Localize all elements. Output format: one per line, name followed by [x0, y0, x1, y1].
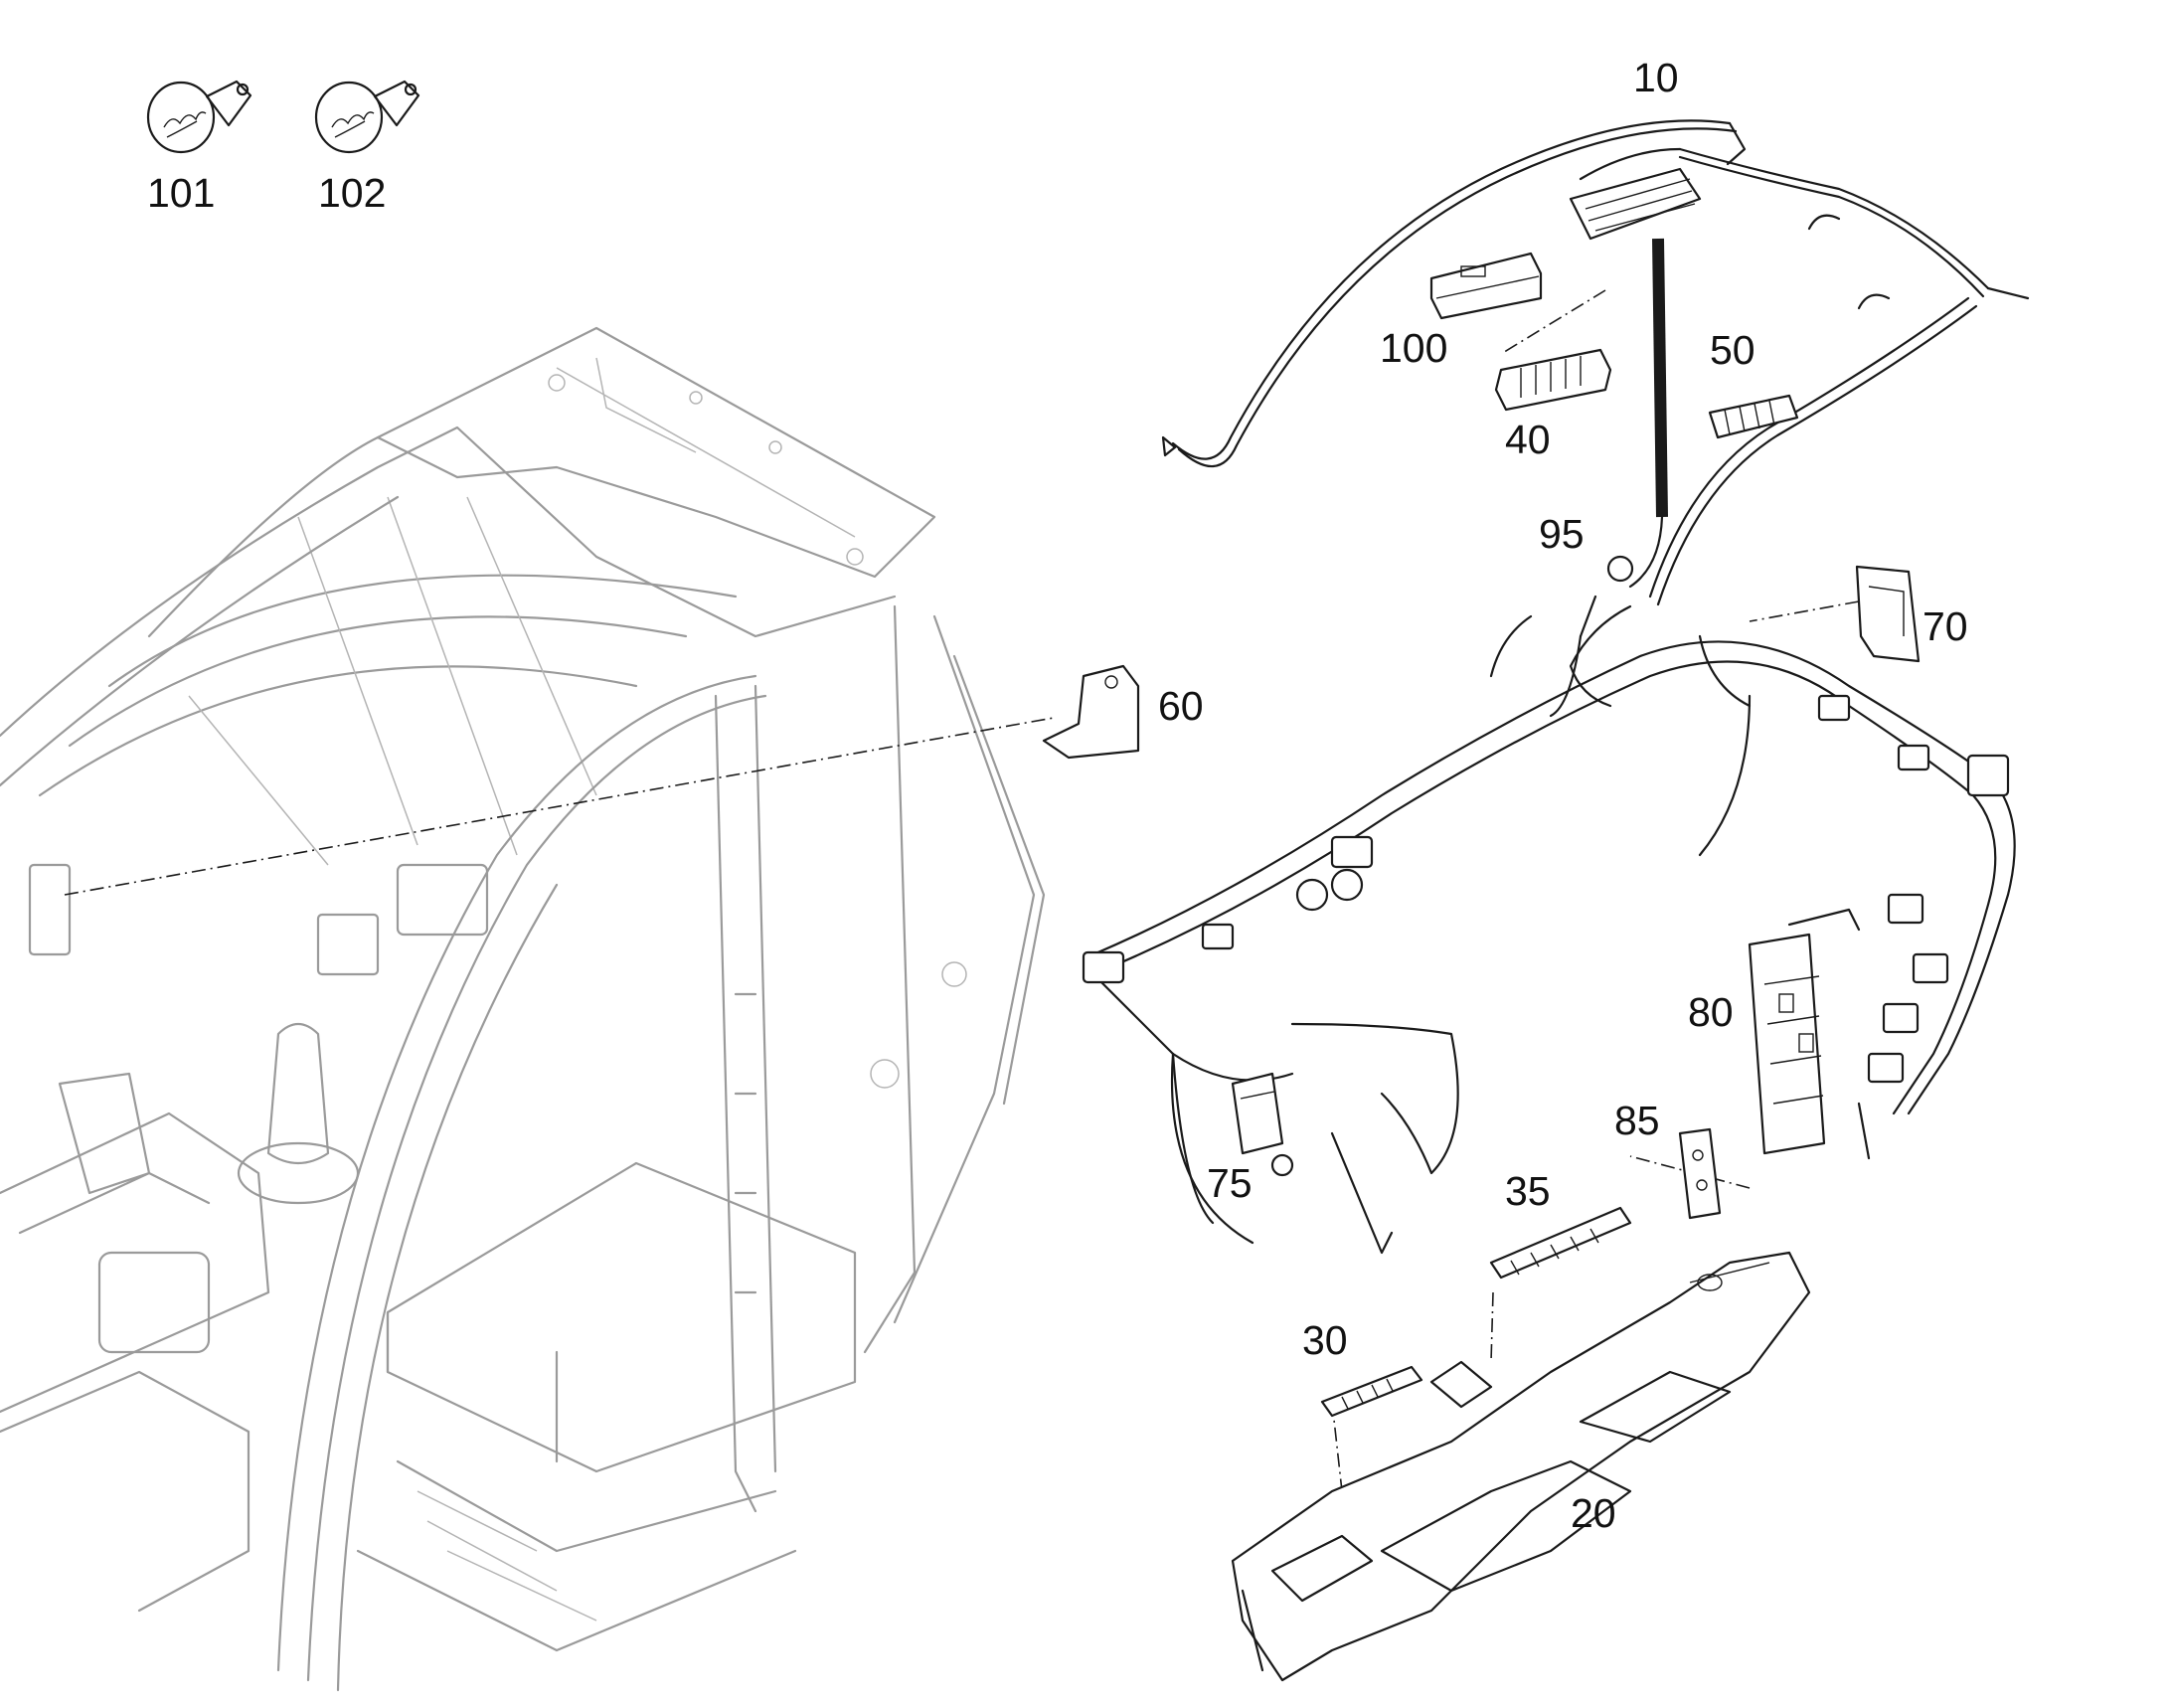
part-95-connector — [1579, 555, 1634, 638]
cab-frame-drawing — [0, 326, 1046, 1692]
callout-20: 20 — [1571, 1490, 1616, 1536]
part-70-bracket — [1855, 565, 1921, 663]
part-40-connector — [1494, 348, 1612, 412]
callout-75: 75 — [1207, 1160, 1253, 1206]
part-60-bracket — [1042, 664, 1140, 760]
callout-35: 35 — [1505, 1168, 1551, 1214]
callout-40: 40 — [1505, 417, 1551, 462]
callout-100: 100 — [1380, 325, 1448, 371]
part-85-plate — [1678, 1127, 1722, 1220]
part-102-icon — [314, 80, 420, 154]
callout-10: 10 — [1633, 55, 1679, 100]
part-10-roof-harness — [1161, 119, 2030, 606]
callout-30: 30 — [1302, 1317, 1348, 1363]
callout-95: 95 — [1539, 511, 1585, 557]
part-75-module — [1231, 1072, 1294, 1177]
callout-60: 60 — [1158, 683, 1204, 729]
part-80-fuse-box — [1748, 908, 1871, 1160]
part-101-icon — [146, 80, 252, 154]
part-35-switch-bank — [1489, 1206, 1632, 1280]
callout-70: 70 — [1922, 603, 1968, 649]
callout-101: 101 — [147, 170, 216, 216]
part-50-connector — [1708, 394, 1799, 439]
main-harness — [1082, 604, 2016, 1255]
callout-85: 85 — [1614, 1098, 1660, 1143]
part-100-cover — [1429, 252, 1543, 320]
part-30-switch-bank — [1320, 1365, 1423, 1418]
callout-80: 80 — [1688, 989, 1734, 1035]
leader-lines — [64, 289, 1860, 1492]
part-20-console — [1231, 1251, 1811, 1682]
callout-102: 102 — [318, 170, 387, 216]
callout-50: 50 — [1710, 327, 1755, 373]
